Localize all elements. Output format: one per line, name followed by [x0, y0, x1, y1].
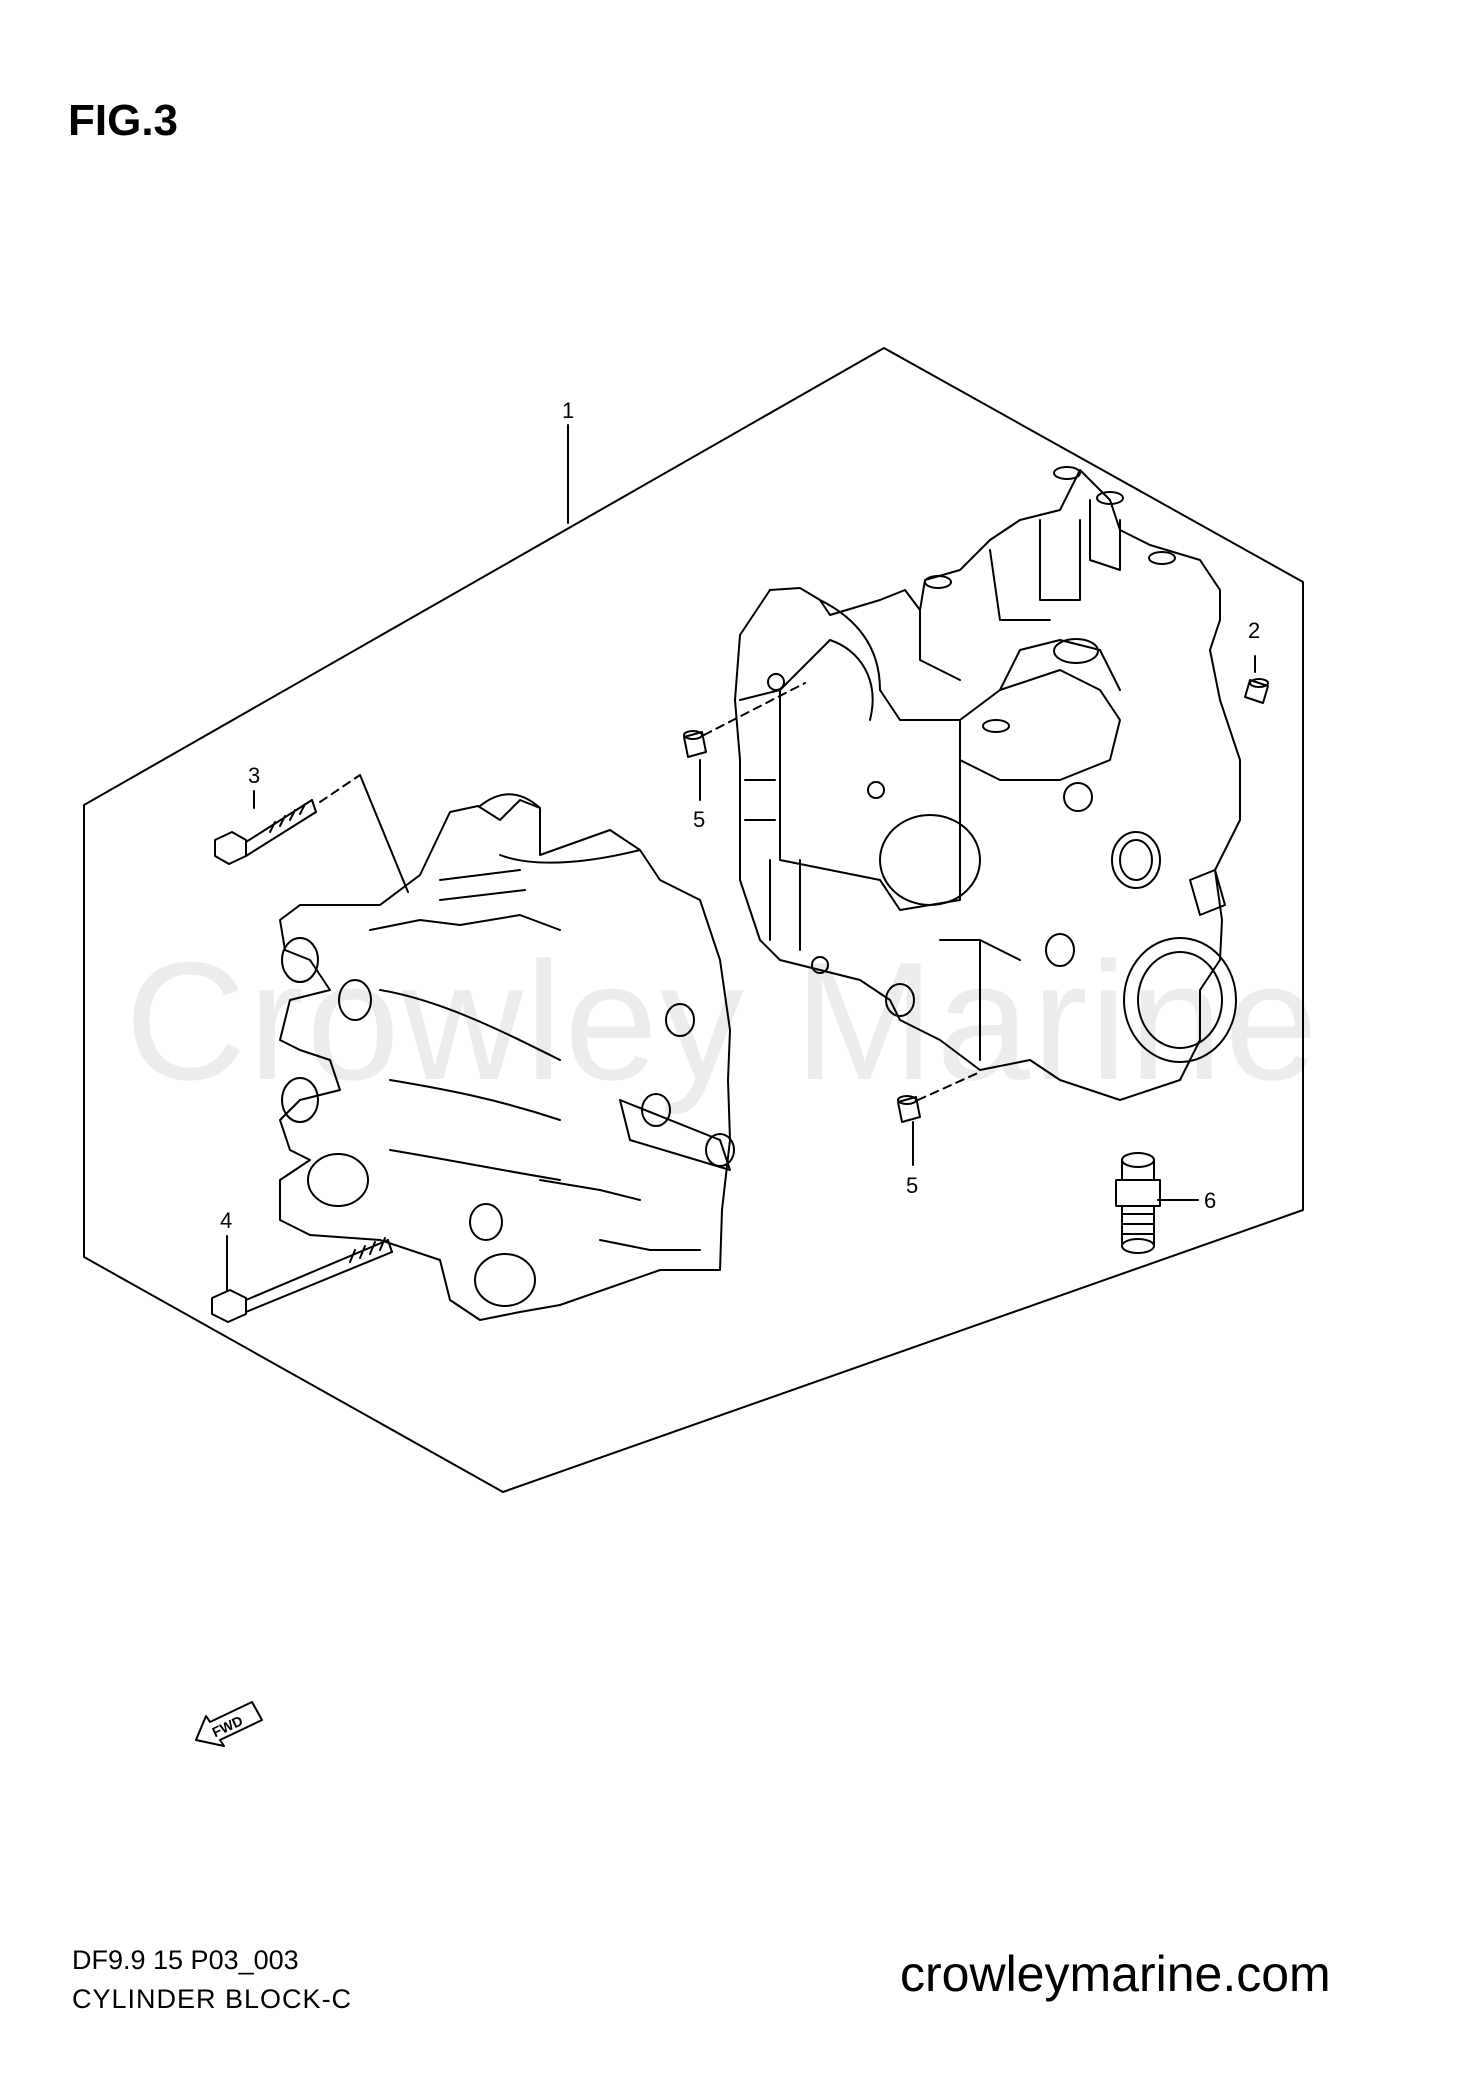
website-link[interactable]: crowleymarine.com — [900, 1946, 1331, 2002]
forward-direction-icon: FWD — [195, 1701, 263, 1747]
callout-1: 1 — [562, 398, 574, 423]
dowel-pin-part-5-lower — [897, 1071, 981, 1123]
figure-title: FIG.3 — [68, 96, 179, 145]
callout-5b: 5 — [906, 1173, 918, 1198]
diagram-code: DF9.9 15 P03_003 — [72, 1945, 299, 1975]
short-bolt-part-3 — [214, 774, 409, 893]
assembly-outline — [83, 347, 1304, 1493]
long-bolt-part-4 — [211, 1237, 393, 1323]
dowel-pin-part-2 — [1244, 678, 1269, 704]
callout-4: 4 — [220, 1208, 232, 1233]
crankcase-half — [279, 793, 735, 1321]
callout-6: 6 — [1204, 1188, 1216, 1213]
cylinder-block — [734, 466, 1241, 1101]
dowel-pin-part-5-upper — [683, 682, 806, 758]
diagram-caption: CYLINDER BLOCK-C — [72, 1984, 353, 2014]
callout-2: 2 — [1248, 618, 1260, 643]
watermark: Crowley Marine — [125, 927, 1320, 1115]
callout-5a: 5 — [693, 807, 705, 832]
callout-3: 3 — [248, 763, 260, 788]
fitting-part-6 — [1115, 1152, 1161, 1254]
